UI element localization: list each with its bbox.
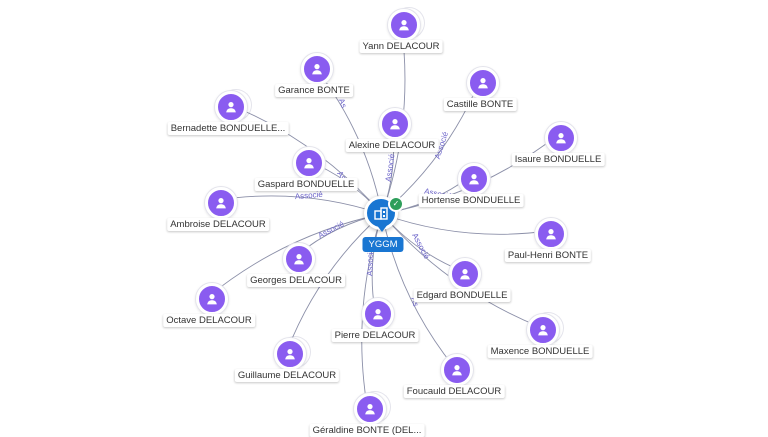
user-glyph [216,198,226,209]
person-name[interactable]: Alexine DELACOUR [345,139,439,152]
user-glyph [546,229,556,240]
person-icon[interactable] [354,392,390,425]
user-glyph [399,20,409,31]
user-glyph [304,158,314,169]
person-icon[interactable] [362,298,394,330]
user-glyph [478,78,488,89]
person-name[interactable]: Pierre DELACOUR [331,329,419,342]
user-glyph [207,294,217,305]
edge-ambroise [217,195,383,215]
person-icon[interactable] [467,67,499,99]
person-name[interactable]: Isaure BONDUELLE [511,153,605,166]
user-glyph [365,404,375,415]
user-glyph [373,309,383,320]
user-glyph [556,133,566,144]
person-icon[interactable] [449,258,481,290]
user-glyph [226,102,236,113]
person-name[interactable]: Edgard BONDUELLE [413,289,511,302]
edge-label-ambroise: Associé [294,190,323,201]
company-label[interactable]: YGGM [362,237,404,252]
person-icon[interactable] [274,337,310,370]
edge-foucauld [381,213,455,368]
person-name[interactable]: Yann DELACOUR [359,40,443,53]
edge-label-garance: As [337,97,349,109]
person-name[interactable]: Octave DELACOUR [163,314,255,327]
building-icon [374,207,388,220]
user-glyph [460,269,470,280]
person-name[interactable]: Georges DELACOUR [247,274,345,287]
user-glyph [294,254,304,265]
edge-label-georges: Associé [317,219,346,240]
user-glyph [390,119,400,130]
person-icon[interactable] [283,243,315,275]
person-icon[interactable] [196,283,228,315]
edge-label-alexine: Associé [384,153,397,183]
person-name[interactable]: Géraldine BONTE (DEL... [309,424,425,437]
person-icon[interactable] [545,122,577,154]
person-name[interactable]: Ambroise DELACOUR [167,218,269,231]
person-icon[interactable] [205,187,237,219]
person-name[interactable]: Hortense BONDUELLE [418,194,524,207]
company-node-pin [376,224,388,232]
user-glyph [469,174,479,185]
person-name[interactable]: Bernadette BONDUELLE... [167,122,289,135]
person-name[interactable]: Paul-Henri BONTE [504,249,592,262]
person-icon[interactable] [388,8,424,41]
person-name[interactable]: Foucauld DELACOUR [403,385,505,398]
person-name[interactable]: Maxence BONDUELLE [487,345,593,358]
edge-paulhenri [381,213,549,235]
person-icon[interactable] [215,90,251,123]
user-glyph [452,365,462,376]
person-icon[interactable] [535,218,567,250]
user-glyph [538,325,548,336]
user-glyph [312,64,322,75]
edge-label-pierre: Associé [365,247,375,276]
person-icon[interactable] [458,163,490,195]
check-icon: ✓ [388,196,404,212]
person-icon[interactable] [527,313,563,346]
person-name[interactable]: Guillaume DELACOUR [234,369,340,382]
person-icon[interactable] [441,354,473,386]
user-glyph [285,349,295,360]
person-icon[interactable] [379,108,411,140]
person-icon[interactable] [301,53,333,85]
person-name[interactable]: Gaspard BONDUELLE [254,178,358,191]
person-icon[interactable] [293,147,325,179]
person-name[interactable]: Garance BONTE [275,84,353,97]
person-name[interactable]: Castille BONTE [443,98,517,111]
